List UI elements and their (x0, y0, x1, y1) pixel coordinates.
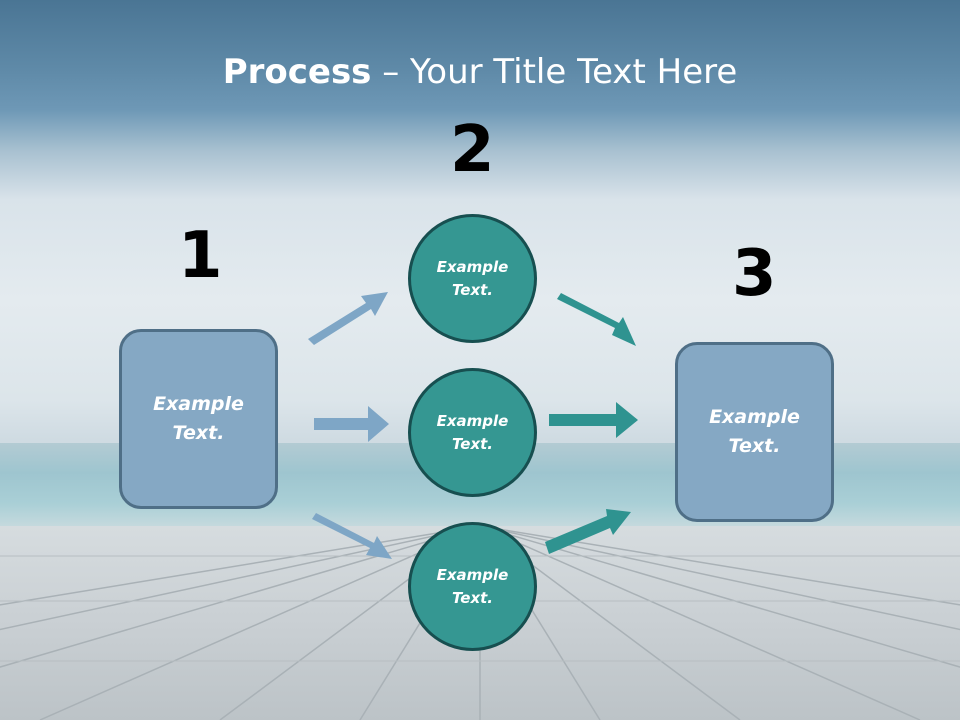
arrow-bottom-to-right (545, 509, 631, 554)
step-2-circle-bottom: Example Text. (408, 522, 537, 651)
step-number-3: 3 (732, 237, 777, 311)
teal-arrows (545, 293, 638, 554)
step-2-circle-top: Example Text. (408, 214, 537, 343)
step-3-box: Example Text. (675, 342, 834, 522)
circle-top-text: Example Text. (436, 257, 509, 299)
arrow-left-to-top (308, 292, 388, 345)
step-1-box: Example Text. (119, 329, 278, 509)
title-rest: – Your Title Text Here (371, 52, 738, 92)
step-3-box-text: Example Text. (709, 406, 800, 457)
circle-bottom-text: Example Text. (436, 565, 509, 607)
circle-middle-text: Example Text. (436, 411, 509, 453)
blue-arrows (308, 292, 392, 559)
step-number-1: 1 (178, 219, 223, 293)
slide-title: Process – Your Title Text Here (0, 52, 960, 92)
title-bold: Process (222, 52, 372, 92)
step-2-circle-middle: Example Text. (408, 368, 537, 497)
step-number-2: 2 (450, 113, 495, 187)
arrow-left-to-middle (314, 406, 389, 442)
arrow-left-to-bottom (312, 513, 392, 559)
step-1-box-text: Example Text. (153, 393, 244, 444)
arrow-top-to-right (557, 293, 636, 346)
arrow-middle-to-right (549, 402, 638, 438)
